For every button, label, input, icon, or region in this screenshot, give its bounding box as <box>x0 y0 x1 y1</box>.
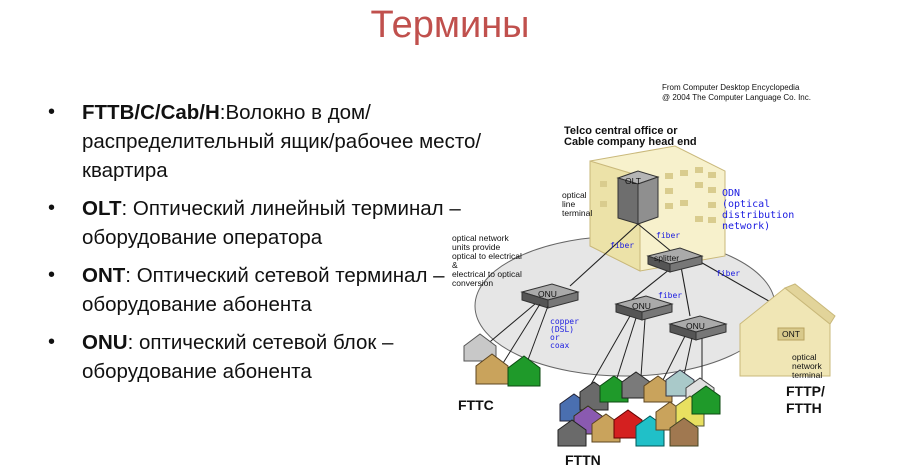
copper-label-3: or <box>550 333 560 342</box>
term-item: • OLT: Оптический линейный терминал – обо… <box>48 194 508 252</box>
fiber-label-4: fiber <box>658 291 682 300</box>
slide-title: Термины <box>370 4 530 46</box>
olt-caption-2: line <box>562 199 576 209</box>
bullet-icon: • <box>48 264 56 286</box>
ont-caption-1: optical <box>792 352 817 362</box>
fttp-label-2: FTTH <box>786 400 822 416</box>
bullet-icon: • <box>48 197 56 219</box>
central-office-label-1: Telco central office or <box>564 125 678 137</box>
fttn-houses <box>557 369 721 447</box>
onu-caption-2: units provide <box>452 242 500 252</box>
term-item: • ONT: Оптический сетевой терминал – обор… <box>48 261 508 319</box>
odn-label-2: (optical <box>722 199 770 210</box>
term-abbr: OLT <box>82 197 122 220</box>
olt-caption-3: terminal <box>562 208 592 218</box>
term-abbr: ONT <box>82 264 126 287</box>
onu-caption-3: optical to electrical <box>452 251 522 261</box>
onu-device-3 <box>668 315 728 341</box>
term-description: Волокно в дом/распределительный ящик/раб… <box>82 101 482 182</box>
onu-device-1 <box>520 283 580 309</box>
fttc-label: FTTC <box>458 397 494 413</box>
source-line-2: @ 2004 The Computer Language Co. Inc. <box>662 93 811 102</box>
term-separator: : <box>127 331 134 354</box>
central-office-label-2: Cable company head end <box>564 136 697 148</box>
fttc-houses <box>463 333 541 387</box>
term-abbr: ONU <box>82 331 128 354</box>
terms-list: •FTTB/C/Cab/H:Волокно в дом/распределите… <box>48 98 508 395</box>
onu-label-2: ONU <box>632 301 651 311</box>
onu-caption-6: conversion <box>452 278 493 288</box>
fiber-label-1: fiber <box>610 241 634 250</box>
term-item: • FTTB/C/Cab/H:Волокно в дом/распределите… <box>48 98 508 185</box>
fiber-label-3: fiber <box>716 269 740 278</box>
onu-device-2 <box>614 295 674 321</box>
fttp-label-1: FTTP/ <box>786 383 825 399</box>
copper-label-1: copper <box>550 317 579 326</box>
term-description: оптический сетевой блок – оборудование а… <box>82 331 394 383</box>
ont-caption-3: terminal <box>792 370 822 380</box>
onu-caption-4: & <box>452 260 458 270</box>
source-line-1: From Computer Desktop Encyclopedia <box>662 83 800 92</box>
bullet-icon: • <box>48 331 56 353</box>
fiber-label-2: fiber <box>656 231 680 240</box>
term-separator: : <box>121 197 128 220</box>
term-separator: : <box>125 264 131 287</box>
pon-network-diagram: From Computer Desktop Encyclopedia @ 200… <box>452 83 836 468</box>
onu-caption-1: optical network <box>452 233 509 243</box>
term-description: Оптический линейный терминал – оборудова… <box>82 197 461 249</box>
onu-label-1: ONU <box>538 289 557 299</box>
olt-caption-1: optical <box>562 190 587 200</box>
odn-label-1: ODN <box>722 188 740 199</box>
copper-label-4: coax <box>550 341 569 350</box>
bullet-icon: • <box>48 101 56 123</box>
olt-label: OLT <box>625 176 641 186</box>
term-item: • ONU: оптический сетевой блок – оборудов… <box>48 328 508 386</box>
term-abbr: FTTB/C/Cab/H <box>82 101 220 124</box>
onu-caption-5: electrical to optical <box>452 269 522 279</box>
splitter-device <box>646 247 704 273</box>
odn-label-3: distribution <box>722 210 794 221</box>
ont-caption-2: network <box>792 361 823 371</box>
splitter-label: splitter <box>654 253 679 263</box>
ont-label: ONT <box>782 329 800 339</box>
term-separator: : <box>219 101 226 124</box>
odn-label-4: network) <box>722 221 770 232</box>
ont-building <box>739 283 836 377</box>
copper-label-2: (DSL) <box>550 325 574 334</box>
term-description: Оптический сетевой терминал – оборудован… <box>82 264 445 316</box>
onu-label-3: ONU <box>686 321 705 331</box>
fttn-label: FTTN <box>565 452 601 468</box>
